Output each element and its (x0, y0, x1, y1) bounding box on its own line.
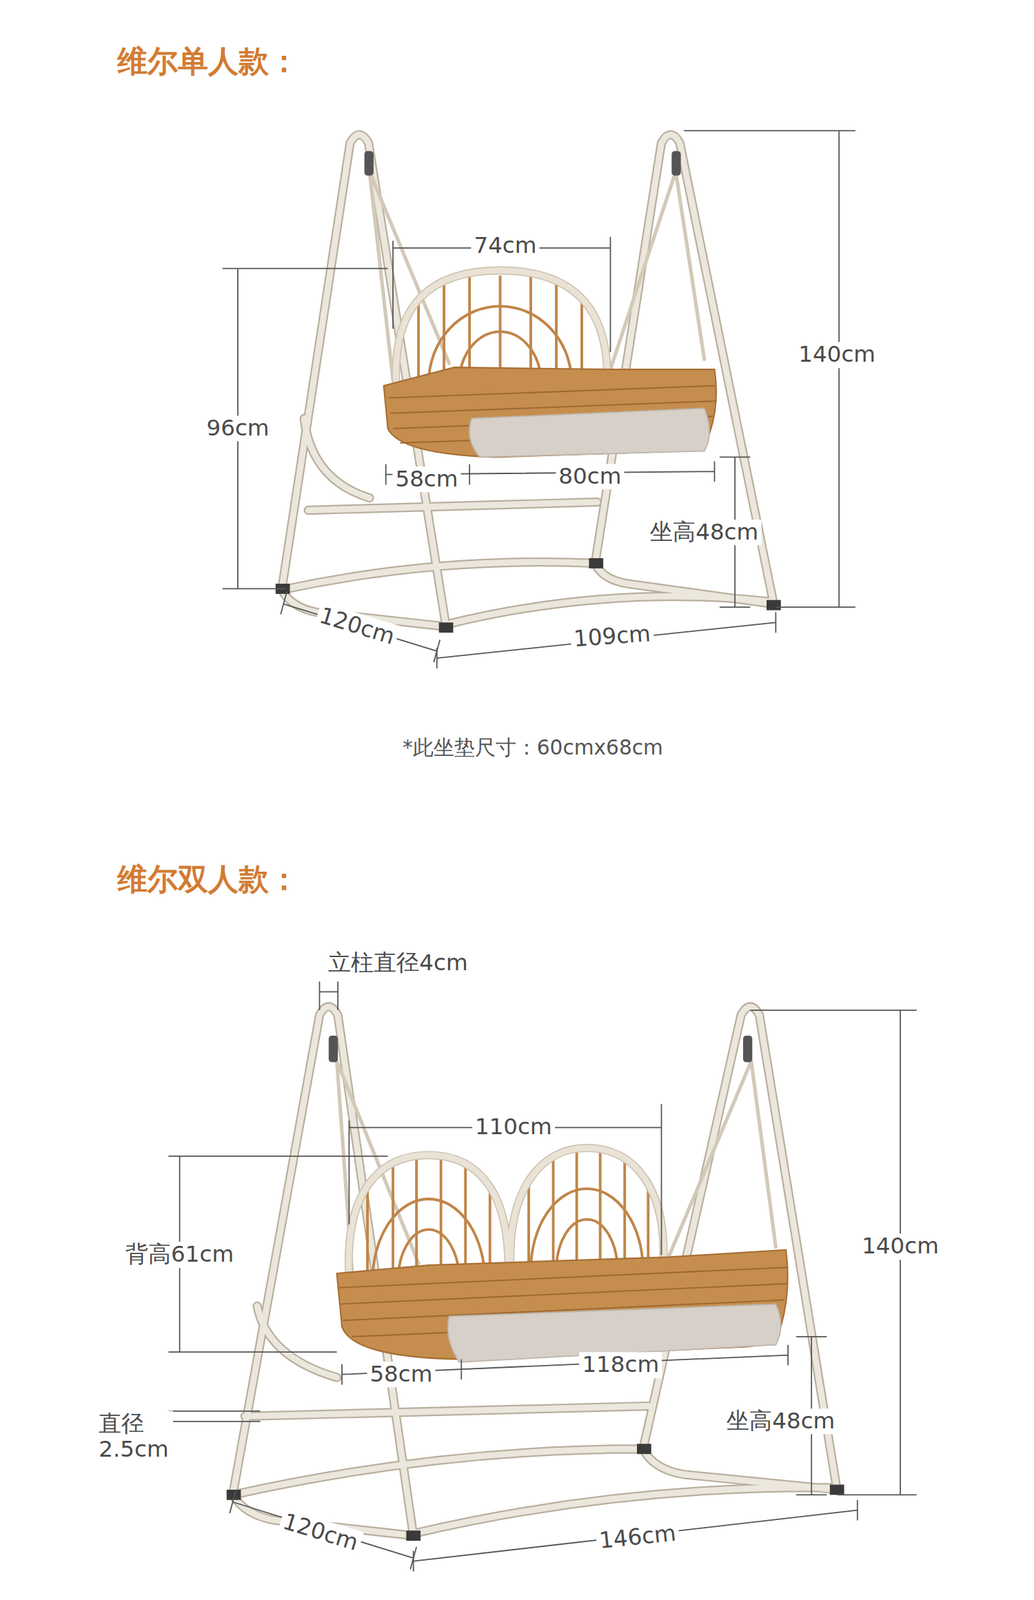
dimension-label: 109cm (570, 621, 655, 653)
dimension-label: 80cm (555, 463, 624, 490)
hanging-rope (337, 1061, 777, 1274)
dimension-label: 58cm (392, 466, 461, 493)
dimension-line (413, 1500, 858, 1573)
hook (743, 1036, 753, 1063)
back-rim (395, 270, 608, 383)
frame-tube (281, 135, 775, 628)
foot-pad (766, 600, 782, 611)
frame-outline (232, 1007, 838, 1537)
dimension-label: 坐高48cm (647, 519, 762, 546)
back-rim (348, 1148, 664, 1276)
frame-tube (232, 1007, 838, 1537)
dimension-label: 直径 2.5cm (95, 1411, 174, 1463)
hook (364, 150, 374, 176)
dimension-label: 背高61cm (122, 1242, 237, 1269)
dimension-label: 140cm (795, 342, 879, 369)
cushion-note: *此坐垫尺寸：60cmx68cm (399, 736, 666, 760)
dimension-line (348, 1104, 662, 1256)
foot-pad (406, 1531, 421, 1542)
dimension-label: 120cm (277, 1508, 364, 1558)
dimension-label: 立柱直径4cm (325, 950, 471, 977)
dimension-label: 74cm (470, 232, 540, 259)
hook (328, 1036, 338, 1063)
dimension-label: 96cm (203, 415, 272, 442)
hook (671, 150, 681, 176)
model-title: 维尔单人款： (114, 43, 302, 79)
back-rim (348, 1148, 664, 1276)
back-rim (395, 270, 608, 383)
rattan-basket (383, 367, 717, 458)
dimension-label: 58cm (366, 1362, 435, 1388)
dimension-label: 120cm (314, 602, 401, 652)
foot-pad (636, 1444, 652, 1455)
foot-pad (829, 1485, 845, 1496)
dimension-line (168, 1411, 260, 1423)
foot-pad (588, 558, 604, 569)
dimension-label: 坐高48cm (723, 1408, 838, 1435)
dimension-line (280, 592, 440, 663)
dimension-label: 140cm (858, 1234, 942, 1261)
dimension-label: 118cm (579, 1353, 662, 1379)
model-title: 维尔双人款： (114, 862, 302, 898)
dimension-line (319, 982, 338, 1011)
dimension-line (229, 1491, 417, 1570)
frame-outline (281, 135, 775, 628)
foot-pad (439, 622, 454, 633)
dimension-label: 146cm (595, 1521, 681, 1556)
dimension-label: 110cm (472, 1114, 555, 1141)
dimension-line (437, 612, 777, 669)
seat-cushion (469, 408, 710, 458)
